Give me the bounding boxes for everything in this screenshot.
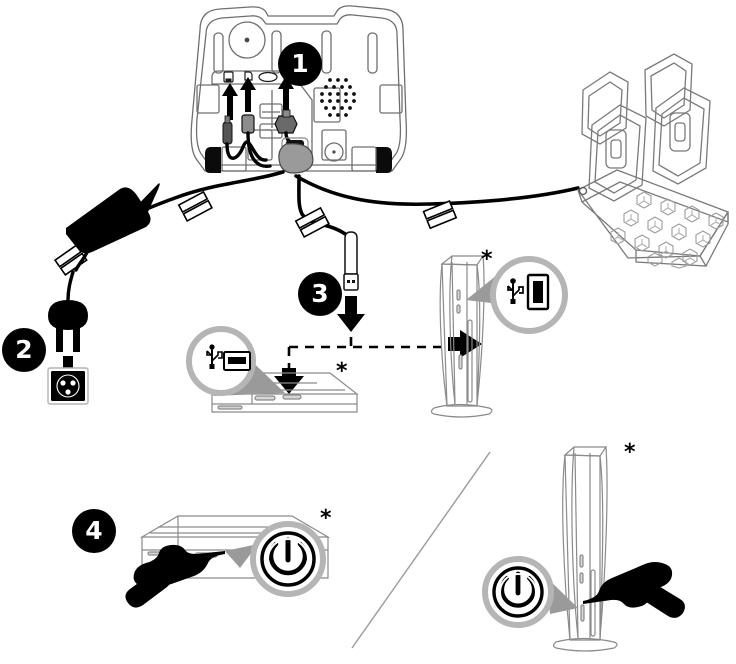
pointing-hand-ps4 [125, 544, 225, 608]
connector-insert-arrows [222, 76, 294, 120]
usb-routing-dashed [287, 337, 466, 372]
cable-gland [278, 143, 314, 174]
usb-port-callout-ps4 [186, 326, 256, 396]
footnote-asterisk-ps5-step3: * [481, 247, 493, 272]
footnote-asterisk-ps4-step3: * [336, 359, 348, 384]
pointing-hand-ps5 [583, 562, 685, 618]
step-badge-2: 2 [2, 328, 46, 372]
section-divider [351, 451, 491, 649]
callout-wedge-ps5-power [547, 578, 578, 614]
usb-port-callout-ps5 [490, 256, 568, 334]
usb-icon [206, 344, 223, 369]
pedal-set [577, 53, 729, 269]
step-badge-3: 3 [298, 272, 342, 316]
power-button-callout-ps5 [482, 556, 554, 628]
mains-plug [48, 300, 88, 352]
usb-route-arrows [274, 330, 482, 394]
step-badge-4: 4 [72, 509, 116, 553]
usb-connector [343, 231, 359, 291]
power-adapter [66, 183, 160, 302]
cable-plugs [222, 109, 298, 145]
wall-socket [47, 367, 89, 405]
footnote-asterisk-ps4-step4: * [320, 506, 332, 531]
ps5-console-step4 [552, 446, 618, 652]
callout-wedge-ps4-power [225, 544, 258, 568]
usb-insert-arrow [337, 296, 365, 332]
speaker-grille [320, 78, 356, 117]
cable-break-marks [53, 190, 458, 277]
ps5-console-step3 [430, 255, 493, 418]
footnote-asterisk-ps5-step4: * [624, 440, 636, 465]
power-button-callout-ps4 [250, 521, 326, 597]
step-badge-1: 1 [278, 42, 322, 86]
usb-icon [507, 278, 524, 304]
